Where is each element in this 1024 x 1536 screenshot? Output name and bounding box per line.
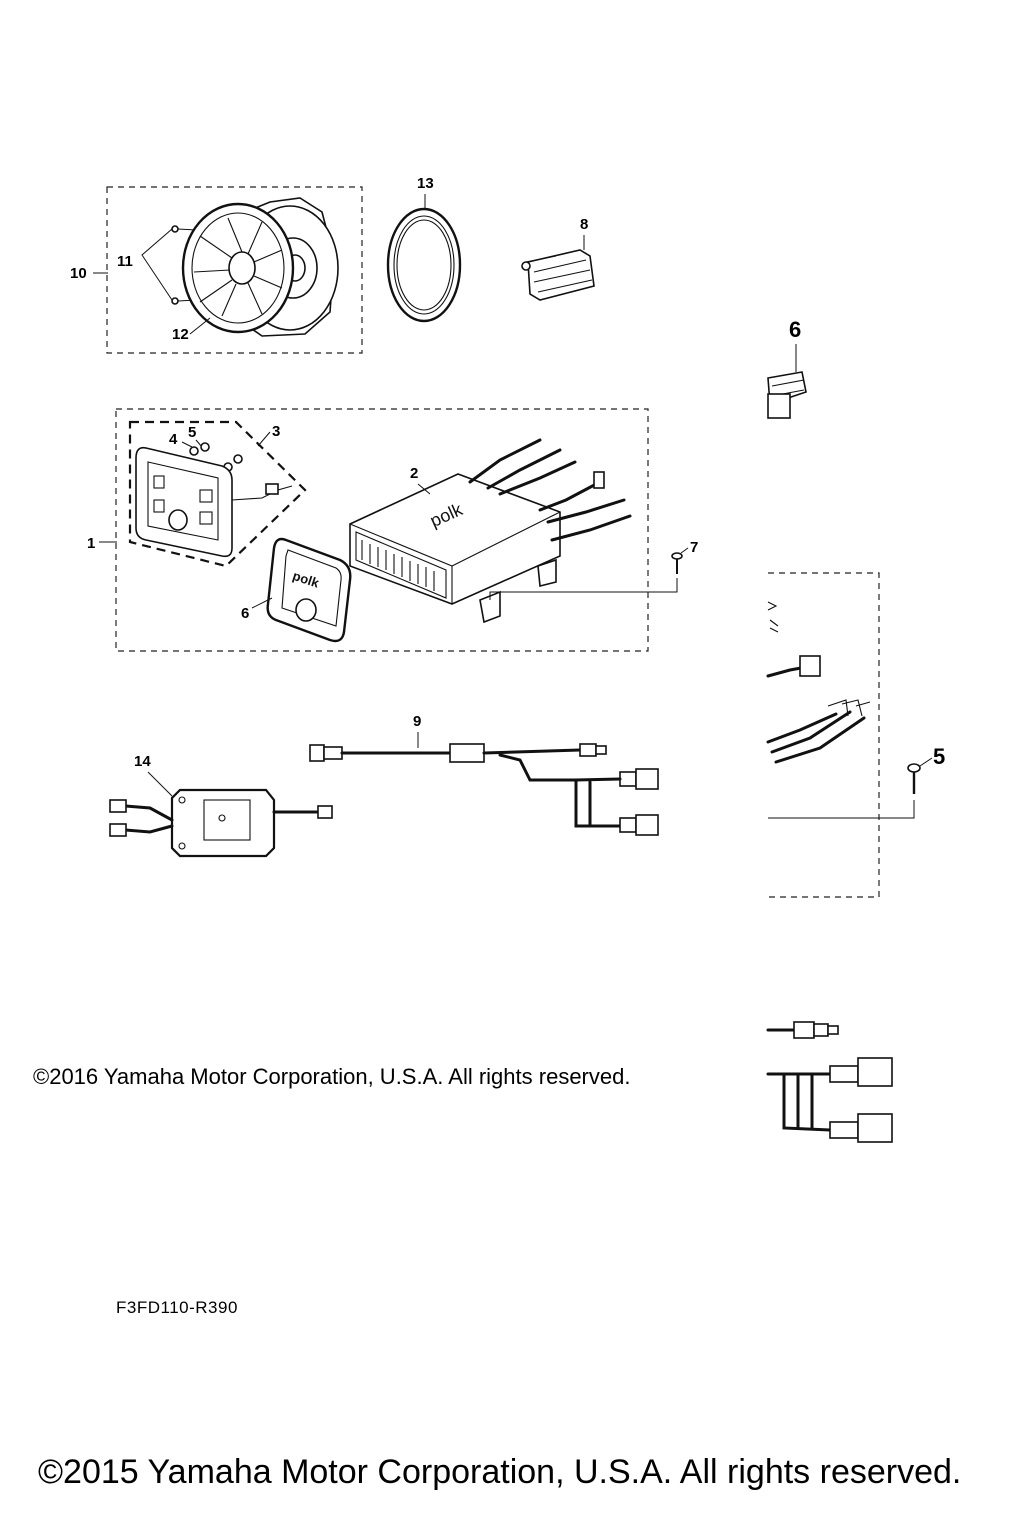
callout-13: 13 [417,175,434,192]
callout-10: 10 [70,265,87,282]
radio-kit-group: 1 3 4 5 [87,408,698,652]
callout-12: 12 [172,326,189,343]
bracket-clip: 8 [521,216,595,301]
speaker-gasket: 13 [386,175,462,323]
callout-4: 4 [169,431,178,448]
amp-screw [671,552,683,574]
speaker-grille [181,202,295,334]
callout-7: 7 [690,539,698,556]
control-faceplate: polk [266,537,352,643]
speaker-assembly-group: 10 11 12 [70,186,363,354]
callout-11: 11 [117,253,133,270]
control-head [135,446,293,558]
callout-3: 3 [272,423,280,440]
callout-9: 9 [413,713,421,730]
power-module: 14 [109,753,333,858]
callout-14: 14 [134,753,151,770]
callout-5: 5 [188,424,196,441]
callout-8: 8 [580,216,588,233]
callout-1: 1 [87,535,95,552]
inset-callout-5: 5 [933,744,945,769]
copyright-notice-2015: ©2015 Yamaha Motor Corporation, U.S.A. A… [38,1453,962,1491]
copyright-notice-2016: ©2016 Yamaha Motor Corporation, U.S.A. A… [33,1064,631,1089]
diagram-code: F3FD110-R390 [116,1298,238,1317]
wire-harness: 9 [309,713,659,836]
callout-2: 2 [410,465,418,482]
amplifier-unit: polk [349,438,632,624]
cropped-inset: 6 5 [766,317,945,1143]
inset-callout-6: 6 [789,317,801,342]
callout-6: 6 [241,605,249,622]
